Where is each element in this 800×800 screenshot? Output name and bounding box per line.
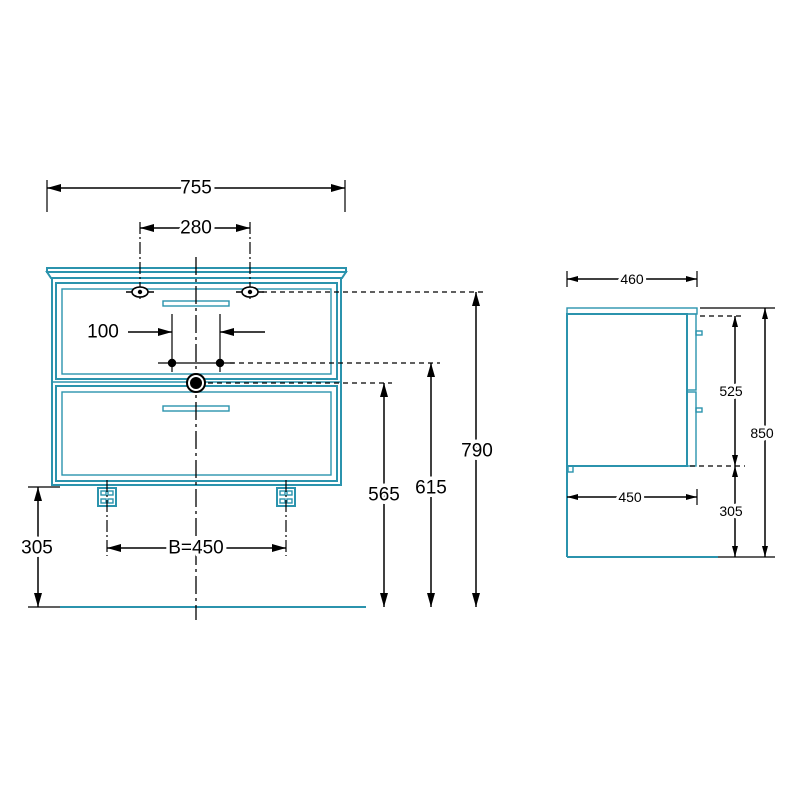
dim-mount-height: 305 — [18, 486, 60, 607]
dim-mount-height-label: 305 — [21, 538, 53, 559]
dim-overall-width-label: 755 — [180, 178, 212, 199]
dim-drain-height-lower: 565 — [365, 383, 403, 607]
dim-body-height: 525 — [716, 316, 746, 466]
side-upper-drawer-front — [686, 313, 697, 391]
side-upper-handle — [695, 330, 703, 336]
dim-body-height-label: 525 — [719, 383, 743, 399]
side-view: 460 450 525 305 850 — [566, 268, 777, 558]
dim-body-depth: 450 — [567, 486, 698, 508]
dim-overall-height-label: 850 — [750, 425, 774, 441]
drain-outlet — [186, 373, 206, 393]
dim-drain-spacing: 100 — [84, 318, 265, 346]
dim-bracket-spacing-label: B=450 — [168, 538, 223, 559]
dim-tap-spacing-label: 280 — [180, 218, 212, 239]
front-view: 755 280 100 790 615 565 — [18, 174, 496, 620]
drain-point-left — [167, 358, 177, 368]
dim-side-mount-height-label: 305 — [719, 503, 743, 519]
dim-side-mount-height: 305 — [716, 466, 746, 557]
dim-overall-height: 850 — [747, 308, 777, 557]
dim-tap-height-label: 790 — [461, 441, 493, 462]
dim-drain-height-upper-label: 615 — [415, 478, 447, 499]
dim-top-depth: 460 — [566, 268, 698, 290]
dim-tap-spacing: 280 — [140, 214, 250, 242]
dim-drain-spacing-label: 100 — [87, 322, 119, 343]
dim-top-depth-label: 460 — [620, 271, 644, 287]
side-lower-handle — [695, 407, 703, 413]
dim-body-depth-label: 450 — [618, 489, 642, 505]
dim-tap-height: 790 — [458, 292, 496, 607]
dim-drain-height-lower-label: 565 — [368, 485, 400, 506]
side-lower-drawer-front — [686, 391, 697, 467]
dim-overall-width: 755 — [46, 174, 346, 212]
dim-bracket-spacing: B=450 — [106, 480, 287, 562]
dim-drain-height-upper: 615 — [412, 363, 450, 607]
drain-point-right — [215, 358, 225, 368]
side-cabinet-body — [566, 313, 688, 467]
tap-hole-right — [236, 286, 264, 298]
tap-hole-left — [126, 286, 154, 298]
